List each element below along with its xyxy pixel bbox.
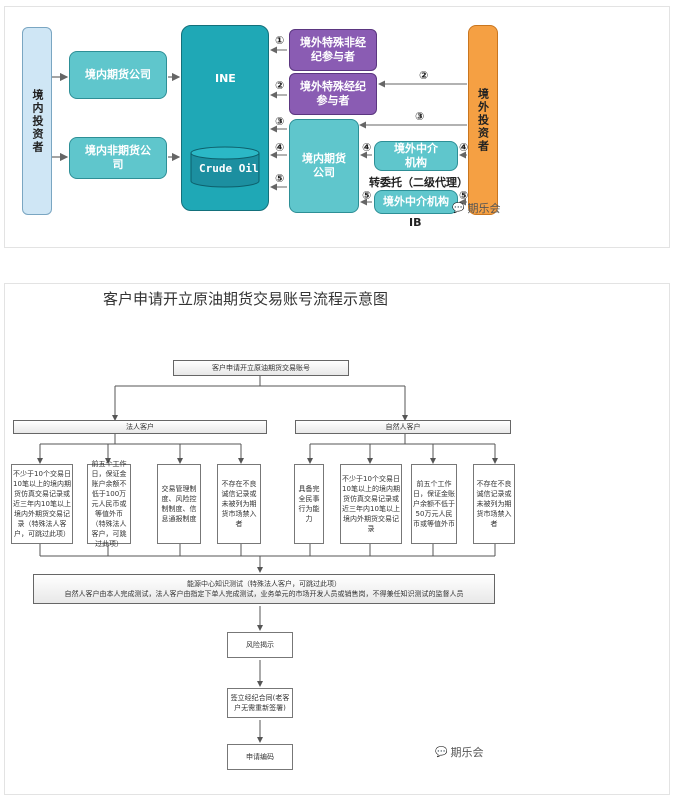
knowledge-test-line2: 自然人客户由本人完成测试，法人客户由指定下单人完成测试，业务单元的市场开发人员或… [64,590,464,598]
sign-contract-box: 签立经纪合同(老客户无需重新签署) [227,688,293,718]
account-opening-flowchart: 客户申请开立原油期货交易账号流程示意图 [4,283,670,795]
chat-bubble-icon: 💬 [435,746,448,758]
knowledge-test-line1: 能源中心知识测试（特殊法人客户，可跳过此项） [187,580,341,588]
apply-code-box: 申请编码 [227,744,293,770]
special-broker-label: 境外特殊经纪参与者 [300,80,366,107]
legal-req-margin: 前五个工作日，保证金账户余额不低于100万元人民币或等值外币（特殊法人客户，可跳… [87,460,131,548]
legal-req-systems-text: 交易管理制度、风险控制制度、信息通报制度 [161,485,197,523]
marker-5-right: ⑤ [459,189,469,202]
natural-req-trading-record: 不少于10个交易日10笔以上的境内期货仿真交易记录或近三年内10笔以上境内外期货… [340,464,402,544]
knowledge-test-box: 能源中心知识测试（特殊法人客户，可跳过此项） 自然人客户由本人完成测试，法人客户… [33,574,495,604]
natural-req-capacity: 具备完全民事行为能力 [294,464,324,544]
natural-req-credit: 不存在不良诚信记录或未被列为期货市场禁入者 [473,464,515,544]
natural-req-capacity-text: 具备完全民事行为能力 [298,485,320,523]
domestic-non-futures-company-box: 境内非期货公司 [69,137,167,179]
special-non-broker-box: 境外特殊非经纪参与者 [289,29,377,71]
legal-client-box: 法人客户 [13,420,267,434]
marker-2-left: ② [275,79,285,92]
domestic-futures-company-box: 境内期货公司 [69,51,167,99]
market-access-diagram: 境内投资者 境内期货公司 境内非期货公司 INE Crude Oil ① ② ③… [4,6,670,248]
flowchart-connectors [37,376,498,743]
domestic-futures-company-right-box: 境内期货公司 [289,119,359,213]
special-broker-box: 境外特殊经纪参与者 [289,73,377,115]
natural-client-label: 自然人客户 [385,423,421,431]
watermark-1-text: 期乐会 [467,202,501,215]
legal-req-systems: 交易管理制度、风险控制制度、信息通报制度 [157,464,201,544]
marker-5-left: ⑤ [275,172,285,185]
legal-req-credit: 不存在不良诚信记录或未被列为期货市场禁入者 [217,464,261,544]
marker-1-left: ① [275,34,285,47]
diagram1-arrows [52,46,467,206]
natural-req-margin-text: 前五个工作日，保证金账户余额不低于50万元人民币或等值外币 [413,480,455,528]
legal-req-credit-text: 不存在不良诚信记录或未被列为期货市场禁入者 [221,480,257,528]
overseas-investor-box: 境外投资者 [468,25,498,215]
transfer-label: 转委托（二级代理） [369,176,468,189]
watermark-1: 💬 期乐会 [452,200,500,216]
marker-5-mid: ⑤ [362,189,372,202]
flowchart-title: 客户申请开立原油期货交易账号流程示意图 [103,290,389,308]
domestic-futures-company-right-label: 境内期货公司 [302,152,346,179]
marker-4-mid: ④ [362,141,372,154]
risk-disclosure-box: 风险揭示 [227,632,293,658]
legal-req-trading-record: 不少于10个交易日10笔以上的境内期货仿真交易记录或近三年内10笔以上境内外期货… [11,464,73,544]
marker-3-right: ③ [415,110,425,123]
overseas-intermediary-2-box: 境外中介机构 [374,190,458,214]
domestic-investor-label: 境内投资者 [31,88,44,154]
natural-req-margin: 前五个工作日，保证金账户余额不低于50万元人民币或等值外币 [411,464,457,544]
apply-account-box: 客户申请开立原油期货交易账号 [173,360,349,376]
chat-bubble-icon: 💬 [452,202,465,214]
domestic-non-futures-company-label: 境内非期货公司 [85,144,151,171]
watermark-2-text: 期乐会 [450,746,484,759]
domestic-futures-company-label: 境内期货公司 [85,68,151,81]
overseas-investor-label: 境外投资者 [476,87,490,153]
legal-req-trading-record-text: 不少于10个交易日10笔以上的境内期货仿真交易记录或近三年内10笔以上境内外期货… [13,470,71,538]
overseas-intermediary-label: 境外中介机构 [394,142,438,169]
risk-disclosure-label: 风险揭示 [246,641,274,649]
marker-4-left: ④ [275,141,285,154]
domestic-investor-box: 境内投资者 [22,27,52,215]
watermark-2: 💬 期乐会 [435,744,483,760]
natural-client-box: 自然人客户 [295,420,511,434]
legal-req-margin-text: 前五个工作日，保证金账户余额不低于100万元人民币或等值外币（特殊法人客户，可跳… [91,460,127,548]
apply-code-label: 申请编码 [246,753,274,761]
crude-oil-cylinder [190,146,260,188]
natural-req-credit-text: 不存在不良诚信记录或未被列为期货市场禁入者 [476,480,512,528]
marker-4-right: ④ [459,141,469,154]
marker-3-left: ③ [275,115,285,128]
apply-account-label: 客户申请开立原油期货交易账号 [212,364,310,372]
special-non-broker-label: 境外特殊非经纪参与者 [300,36,366,63]
ib-label: IB [409,216,422,229]
sign-contract-label: 签立经纪合同(老客户无需重新签署) [230,694,290,712]
legal-client-label: 法人客户 [126,423,154,431]
crude-oil-label: Crude Oil [199,162,259,175]
overseas-intermediary-2-label: 境外中介机构 [383,195,449,208]
overseas-intermediary-box: 境外中介机构 [374,141,458,171]
ine-label: INE [215,72,236,85]
natural-req-trading-record-text: 不少于10个交易日10笔以上的境内期货仿真交易记录或近三年内10笔以上境内外期货… [342,475,400,533]
marker-2-right: ② [419,69,429,82]
